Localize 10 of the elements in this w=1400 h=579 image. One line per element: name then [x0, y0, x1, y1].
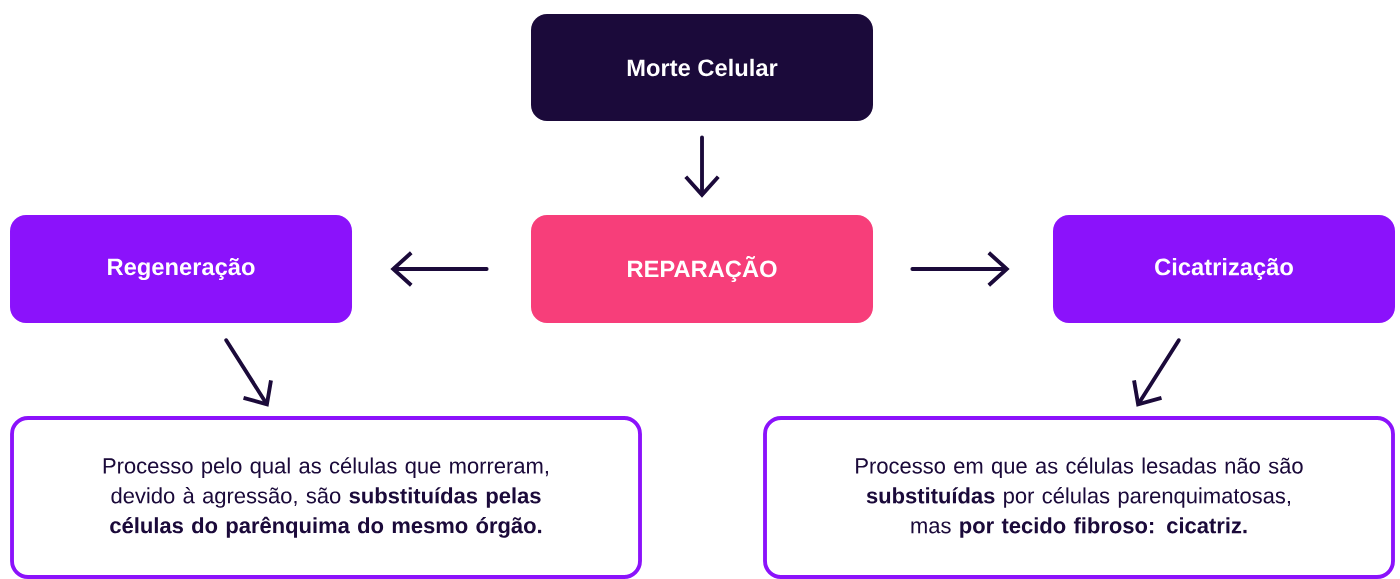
- description-box: Processo em que as células lesadas não são substituídas por células parenquimatosas, mas por tecido fibroso: cicatriz.: [763, 416, 1395, 579]
- description-box: Processo pelo qual as células que morreram, devido à agressão, são substituídas pelas células do parênquima do mesmo órgão.: [10, 416, 642, 579]
- process-box: REPARAÇÃO: [531, 215, 873, 323]
- arrow: [910, 251, 1010, 287]
- title-box: Morte Celular: [531, 14, 873, 121]
- arrow: [1132, 338, 1181, 407]
- process-box: Cicatrização: [1053, 215, 1395, 323]
- arrow: [390, 251, 489, 287]
- arrow: [224, 338, 273, 407]
- process-box: Regeneração: [10, 215, 352, 323]
